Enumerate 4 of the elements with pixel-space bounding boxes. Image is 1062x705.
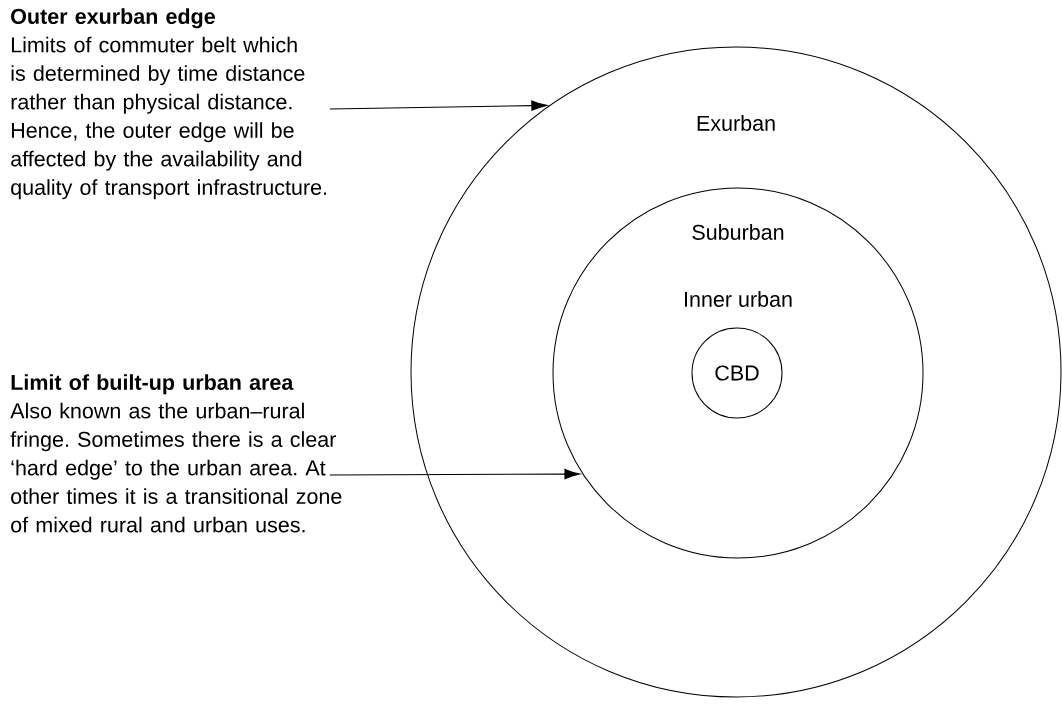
arrow xyxy=(329,100,548,111)
annotation-text: Limit of built-up urban area Also known as the urban–rural fringe. Sometimes there is a clear ‘hard edge’ to the urban area. At other times it is a transitional zone of mixed rural and urban uses. xyxy=(10,374,342,533)
annotation-text: Outer exurban edge Limits of commuter belt which is determined by time distance rather than physical distance. Hence, the outer edge will be affected by the availability and quality of transport infrastructure. xyxy=(11,8,327,200)
arrow xyxy=(329,468,581,480)
